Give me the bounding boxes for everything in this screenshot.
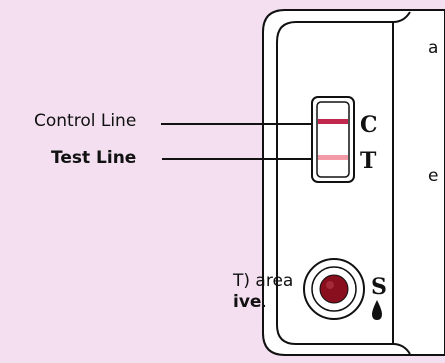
side-text-fragment-4-line: ive. (233, 292, 267, 312)
cassette-body (262, 9, 445, 356)
side-text-fragment-4-period: . (261, 292, 267, 312)
control-line-leader (161, 123, 311, 125)
control-letter: C (360, 112, 378, 138)
test-band (318, 155, 348, 160)
drop-icon (372, 300, 382, 320)
sample-well-highlight (326, 281, 334, 289)
sample-letter: S (371, 274, 387, 300)
test-line-leader (162, 158, 312, 160)
result-window-inner (316, 101, 350, 178)
sample-well (319, 274, 349, 304)
cassette-seam-bottom (392, 343, 411, 355)
side-text-fragment-1: a (428, 38, 439, 58)
cassette-seam (392, 11, 411, 23)
test-letter: T (360, 148, 377, 174)
side-text-fragment-3: T) area (233, 271, 294, 291)
test-line-label: Test Line (51, 148, 137, 168)
control-line-label: Control Line (34, 111, 137, 131)
side-text-fragment-4: ive (233, 292, 262, 312)
control-band (318, 119, 348, 124)
side-text-fragment-2: e (428, 166, 439, 186)
